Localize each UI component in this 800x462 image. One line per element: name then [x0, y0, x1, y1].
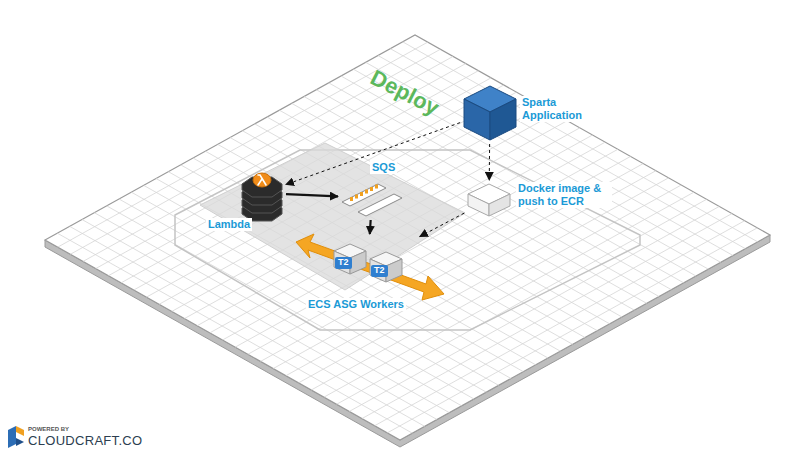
logo-part [16, 438, 24, 446]
instance-badge: T2 [371, 265, 388, 277]
queue-item [350, 197, 353, 201]
queue-bar [358, 194, 402, 216]
logo-part [8, 426, 16, 448]
node-box: T2 [368, 250, 404, 284]
shaded-area [200, 143, 465, 290]
node-box: Sparta Application [462, 82, 518, 142]
server-right [350, 251, 366, 274]
node-box: SQS [340, 178, 404, 218]
deploy-arrow [286, 123, 460, 185]
scaling-arrow [296, 234, 444, 300]
lambda-glyph [258, 175, 266, 185]
server-right [386, 259, 402, 282]
deploy-label: Deploy [366, 65, 443, 121]
queue-item [370, 187, 373, 191]
deploy-arrow [489, 144, 490, 180]
node-label: SQS [370, 161, 397, 174]
grid-line [197, 121, 567, 326]
lambda-badge [253, 173, 271, 187]
grid-line [316, 90, 671, 290]
box-right [489, 194, 510, 216]
cube-right [490, 99, 516, 140]
flow-arrow [286, 194, 338, 196]
queue-item [360, 192, 363, 196]
grid-line [57, 233, 412, 433]
queue-item [355, 195, 358, 199]
node-label: Lambda [206, 218, 252, 231]
node-box: Lambda [240, 168, 284, 218]
node-label: ECS ASG Workers [306, 298, 406, 311]
logo-icon [8, 426, 24, 448]
box-left [468, 194, 489, 216]
node-group: ECS ASG WorkersT2T2 [318, 236, 418, 292]
node-box: Docker image & push to ECR [466, 182, 512, 218]
lambda-icon [240, 168, 284, 218]
grid-line [304, 97, 659, 297]
logo-part [16, 426, 24, 436]
group-icon [318, 236, 418, 292]
grid-line [159, 99, 529, 304]
box-icon [466, 182, 512, 218]
deploy-arrow [420, 213, 464, 237]
queue-item [375, 185, 378, 189]
queue-icon [340, 178, 404, 218]
grid-line [146, 92, 516, 297]
floor-top [45, 35, 770, 440]
instance-badge: T2 [335, 257, 352, 269]
node-label: Sparta Application [520, 96, 604, 122]
cube-icon [462, 82, 518, 142]
node-label: Docker image & push to ECR [516, 182, 612, 208]
flow-arrow [369, 220, 372, 234]
powered-by-text: POWERED BY [28, 426, 69, 432]
grid-line [134, 85, 504, 290]
node-box: T2 [332, 242, 368, 276]
grid-floor [45, 35, 770, 447]
cube-left [464, 99, 490, 140]
brand-name: CLOUDCRAFT.CO [28, 433, 142, 448]
grid-line [184, 114, 554, 319]
queue-item [365, 190, 368, 194]
